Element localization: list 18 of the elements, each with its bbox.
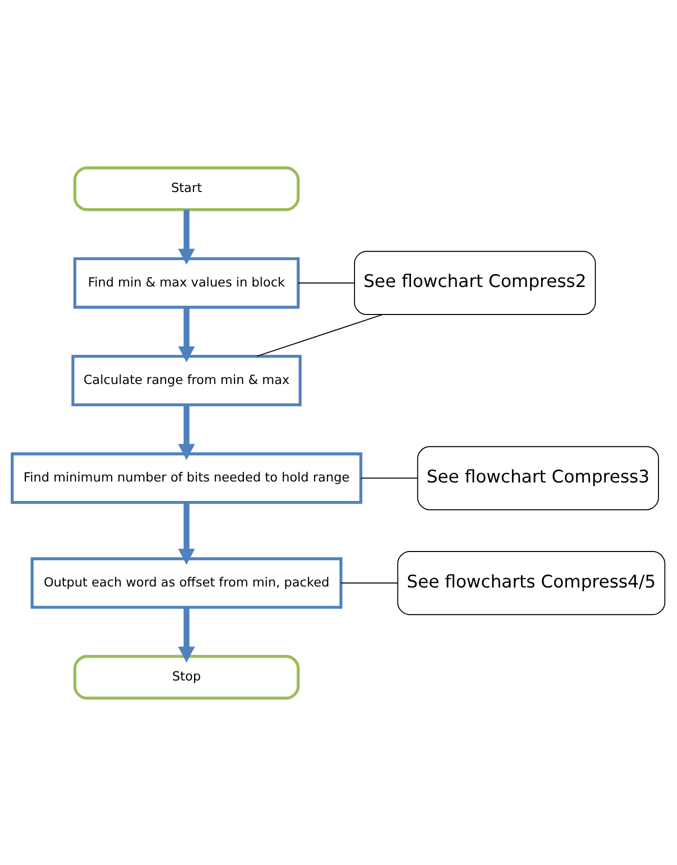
connector xyxy=(256,314,383,356)
node-box: Calculate range from min & max xyxy=(71,354,302,406)
node-box: Find min & max values in block xyxy=(73,256,300,308)
node-box: Find minimum number of bits needed to hold range xyxy=(10,452,362,504)
arrow xyxy=(178,404,195,460)
connector xyxy=(340,582,398,584)
arrow xyxy=(178,607,195,662)
connector xyxy=(360,477,418,478)
arrow xyxy=(178,306,195,362)
connector xyxy=(298,282,355,283)
node-box: See flowchart Compress3 xyxy=(417,446,659,510)
node-box: See flowcharts Compress4/5 xyxy=(397,550,666,615)
node-box: See flowchart Compress2 xyxy=(354,250,596,314)
arrow xyxy=(178,209,195,264)
node-box: Output each word as offset from min, packed xyxy=(30,556,342,608)
node-box: Start xyxy=(73,166,300,211)
arrow xyxy=(178,502,195,564)
node-box: Stop xyxy=(73,654,300,700)
